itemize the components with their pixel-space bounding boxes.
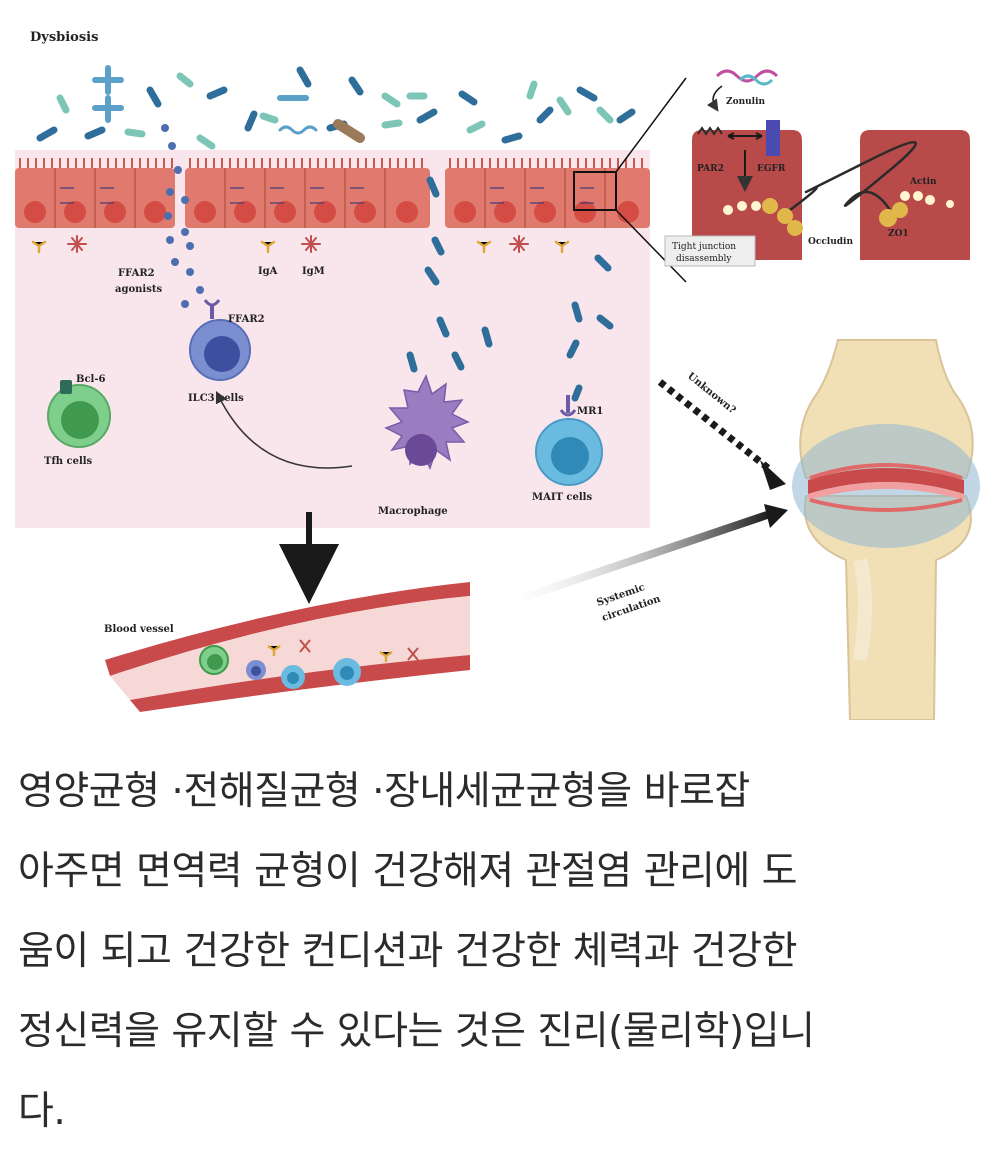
label-dysbiosis: Dysbiosis: [30, 30, 98, 45]
label-iga: IgA: [258, 266, 278, 277]
systemic-circulation-arrow: [493, 510, 772, 611]
caption-line-3: 움이 되고 건강한 컨디션과 건강한 체력과 건강한: [18, 929, 797, 974]
label-blood-vessel: Blood vessel: [104, 624, 174, 635]
mait-cell: [535, 395, 603, 486]
knee-joint: [792, 339, 980, 720]
label-mr1: MR1: [577, 406, 603, 417]
label-actin: Actin: [909, 177, 937, 187]
label-mait: MAIT cells: [532, 492, 592, 503]
systemic-label-group: Systemic circulation: [595, 582, 662, 624]
macrophage-cell: [384, 374, 470, 470]
caption-line-1: 영양균형 ·전해질균형 ·장내세균균형을 바로잡: [18, 769, 750, 814]
unknown-label-group: Unknown?: [685, 371, 738, 417]
caption-line-2: 아주면 면역력 균형이 건강해져 관절염 관리에 도: [18, 849, 797, 894]
caption-text: 영양균형 ·전해질균형 ·장내세균균형을 바로잡 아주면 면역력 균형이 건강해…: [18, 752, 978, 1152]
label-egfr: EGFR: [757, 164, 786, 174]
label-tfh: Tfh cells: [44, 456, 93, 467]
ffar2-agonist-dots: [161, 124, 204, 308]
label-bcl6: Bcl-6: [76, 374, 105, 385]
figure-canvas: Dysbiosis FFAR2 agonists IgA IgM FFAR2 I…: [15, 30, 980, 720]
label-unknown: Unknown?: [685, 371, 738, 417]
label-par2: PAR2: [697, 164, 724, 174]
label-macrophage: Macrophage: [378, 506, 448, 517]
antibody-glyphs: [31, 235, 570, 254]
label-ffar2-agonists: FFAR2: [118, 268, 155, 279]
label-ffar2-agonists-2: agonists: [115, 284, 162, 295]
label-zo1: ZO1: [888, 229, 909, 239]
tfh-cell: [47, 380, 111, 448]
junction-zoom-box: [573, 171, 617, 211]
label-disassembly: disassembly: [676, 254, 732, 264]
blood-vessel: [105, 582, 470, 712]
bacteria-cluster: [36, 65, 636, 402]
caption-line-4: 정신력을 유지할 수 있다는 것은 진리(물리학)입니: [18, 1009, 815, 1054]
ilc3-cell: [189, 299, 251, 381]
label-tight-junction: Tight junction: [672, 242, 736, 252]
label-occludin: Occludin: [808, 237, 853, 247]
label-ffar2: FFAR2: [228, 314, 265, 325]
label-igm: IgM: [302, 266, 325, 277]
tight-junction-inset: [664, 69, 970, 267]
epithelium-layer: [15, 158, 650, 228]
gut-joint-axis-figure: Dysbiosis FFAR2 agonists IgA IgM FFAR2 I…: [15, 30, 980, 720]
label-zonulin: Zonulin: [726, 97, 765, 107]
label-ilc3: ILC3 cells: [188, 393, 244, 404]
unknown-arrow: [657, 379, 771, 471]
caption-line-5: 다.: [18, 1089, 66, 1134]
macrophage-to-ilc3-arrow: [215, 390, 353, 469]
